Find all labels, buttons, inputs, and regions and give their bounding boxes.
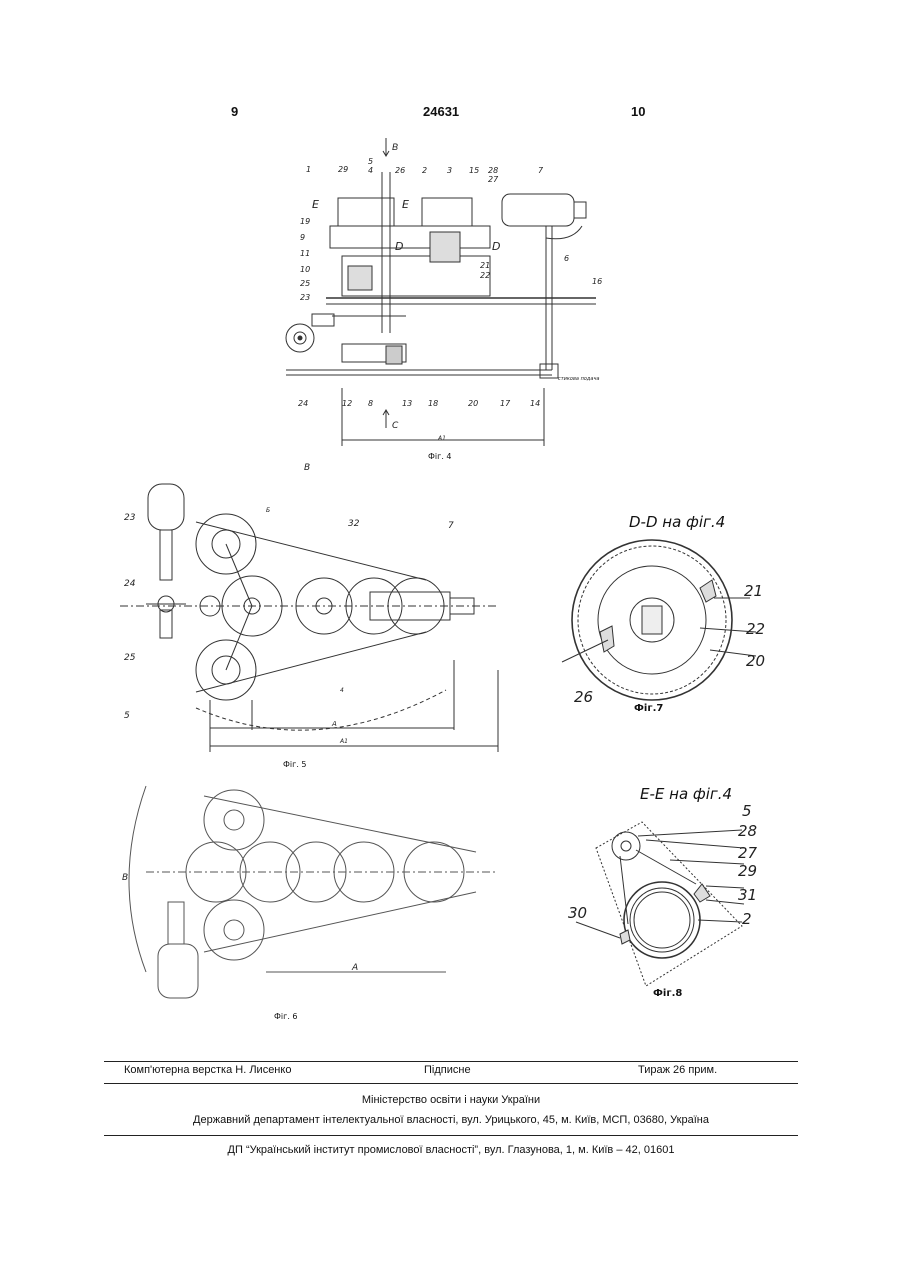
ministry: Міністерство освіти і науки України <box>104 1094 798 1106</box>
figure-7-caption: Фіг.7 <box>634 703 663 714</box>
svg-text:29: 29 <box>738 862 757 880</box>
figure-8-caption: Фіг.8 <box>653 988 682 999</box>
svg-text:24: 24 <box>124 579 136 589</box>
svg-text:16: 16 <box>592 277 602 286</box>
svg-text:Б: Б <box>266 507 270 514</box>
svg-text:20: 20 <box>468 399 478 408</box>
svg-text:30: 30 <box>568 904 587 922</box>
page-number-left: 9 <box>231 104 238 119</box>
figure-5-drawing: В 23 24 25 5 7 32 А А1 Б 4 <box>116 460 502 756</box>
svg-text:21: 21 <box>480 261 490 270</box>
figure-7-title: D-D на фіг.4 <box>629 513 725 531</box>
svg-text:10: 10 <box>300 265 310 274</box>
svg-text:А1: А1 <box>339 738 348 745</box>
svg-text:Е: Е <box>312 198 319 211</box>
svg-text:5: 5 <box>124 711 130 721</box>
department: Державний департамент інтелектуальної вл… <box>104 1114 798 1126</box>
svg-text:19: 19 <box>300 217 310 226</box>
institute: ДП “Український інститут промислової вла… <box>104 1144 798 1156</box>
svg-text:26: 26 <box>395 166 405 175</box>
svg-text:15: 15 <box>469 166 479 175</box>
svg-text:В: В <box>304 463 310 473</box>
svg-text:11: 11 <box>300 249 310 258</box>
figure-5-caption: Фіг. 5 <box>283 760 307 769</box>
svg-text:27: 27 <box>738 844 758 862</box>
svg-text:7: 7 <box>538 166 544 175</box>
svg-text:28: 28 <box>738 822 757 840</box>
figure-6-caption: Фіг. 6 <box>274 1012 298 1021</box>
svg-text:8: 8 <box>368 399 373 408</box>
svg-text:32: 32 <box>348 519 360 529</box>
fig4-label-B: В <box>392 142 398 152</box>
svg-text:А1: А1 <box>437 435 446 442</box>
svg-text:28: 28 <box>488 166 498 175</box>
svg-text:2: 2 <box>742 910 752 928</box>
svg-text:14: 14 <box>530 399 540 408</box>
svg-text:17: 17 <box>500 399 511 408</box>
svg-text:5: 5 <box>742 802 752 820</box>
svg-text:5: 5 <box>368 157 373 166</box>
svg-text:26: 26 <box>574 688 593 706</box>
figure-8-drawing: 5 28 27 29 31 2 30 <box>566 800 776 1000</box>
footer-rule-middle <box>104 1083 798 1084</box>
svg-text:4: 4 <box>340 687 344 694</box>
svg-text:Е: Е <box>402 198 409 211</box>
signed-label: Підписне <box>424 1064 471 1076</box>
svg-text:стикова подача: стикова подача <box>558 376 599 382</box>
svg-text:12: 12 <box>342 399 352 408</box>
figure-6-drawing: В А <box>116 772 506 1012</box>
svg-text:С: С <box>392 421 399 431</box>
svg-text:2: 2 <box>422 166 427 175</box>
svg-text:29: 29 <box>338 165 348 174</box>
svg-text:D: D <box>492 240 500 253</box>
svg-text:24: 24 <box>298 399 308 408</box>
svg-text:6: 6 <box>564 254 569 263</box>
svg-text:1: 1 <box>306 165 311 174</box>
svg-text:20: 20 <box>746 652 765 670</box>
svg-text:9: 9 <box>300 233 305 242</box>
svg-text:23: 23 <box>124 513 136 523</box>
svg-text:25: 25 <box>124 653 136 663</box>
svg-text:D: D <box>395 240 403 253</box>
svg-text:27: 27 <box>488 175 499 184</box>
footer-rule-bottom <box>104 1135 798 1136</box>
svg-text:4: 4 <box>368 166 373 175</box>
footer-rule-top <box>104 1061 798 1062</box>
figure-4-drawing: В 1 29 5 4 26 2 3 15 28 27 7 Е Е D D 19 … <box>282 138 608 448</box>
svg-text:3: 3 <box>447 166 452 175</box>
patent-number: 24631 <box>423 104 459 119</box>
figure-7-drawing: 21 22 20 26 <box>560 536 780 706</box>
svg-text:А: А <box>331 720 337 728</box>
svg-text:7: 7 <box>448 521 454 531</box>
svg-text:25: 25 <box>300 279 310 288</box>
circulation: Тираж 26 прим. <box>638 1064 717 1076</box>
page-number-right: 10 <box>631 104 645 119</box>
svg-text:21: 21 <box>744 582 763 600</box>
svg-text:22: 22 <box>746 620 765 638</box>
svg-text:22: 22 <box>480 271 490 280</box>
layout-credit: Комп'ютерна верстка Н. Лисенко <box>124 1064 291 1076</box>
svg-text:31: 31 <box>738 886 757 904</box>
svg-text:В: В <box>122 873 128 883</box>
svg-text:13: 13 <box>402 399 412 408</box>
svg-text:23: 23 <box>300 293 310 302</box>
svg-text:18: 18 <box>428 399 438 408</box>
